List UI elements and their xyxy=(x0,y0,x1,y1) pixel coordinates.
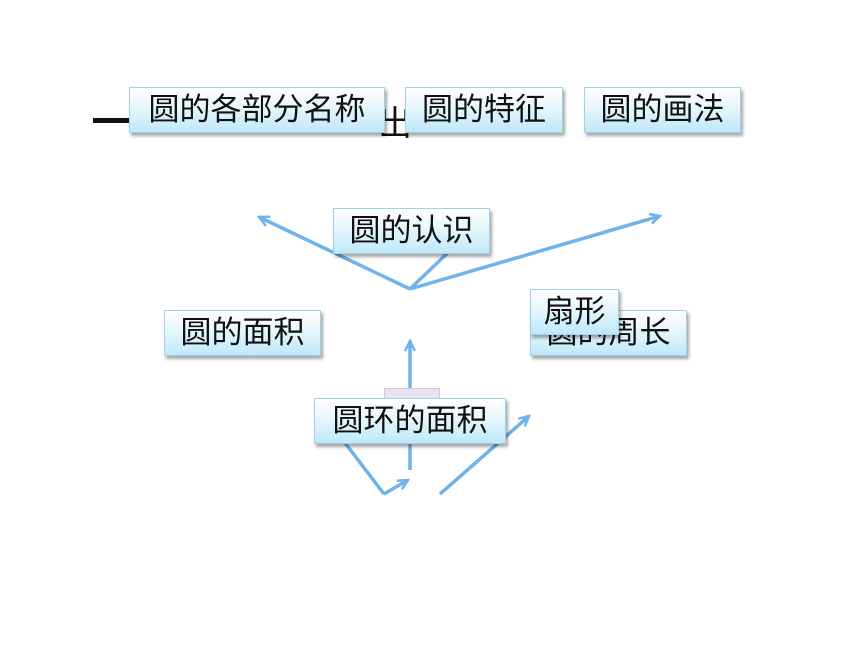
node-sector: 扇形 xyxy=(530,289,619,335)
node-parts: 圆的各部分名称 xyxy=(129,87,385,133)
node-features: 圆的特征 xyxy=(405,87,563,133)
node-area: 圆的面积 xyxy=(164,310,321,356)
arrow-to-ring-area xyxy=(383,478,408,496)
node-ring-area: 圆环的面积 xyxy=(314,398,506,444)
title-dash xyxy=(93,118,131,123)
arrow-to-circumference xyxy=(438,416,529,496)
arrow-to-drawing xyxy=(409,216,660,291)
node-drawing: 圆的画法 xyxy=(584,87,741,133)
node-recognition: 圆的认识 xyxy=(333,208,490,254)
